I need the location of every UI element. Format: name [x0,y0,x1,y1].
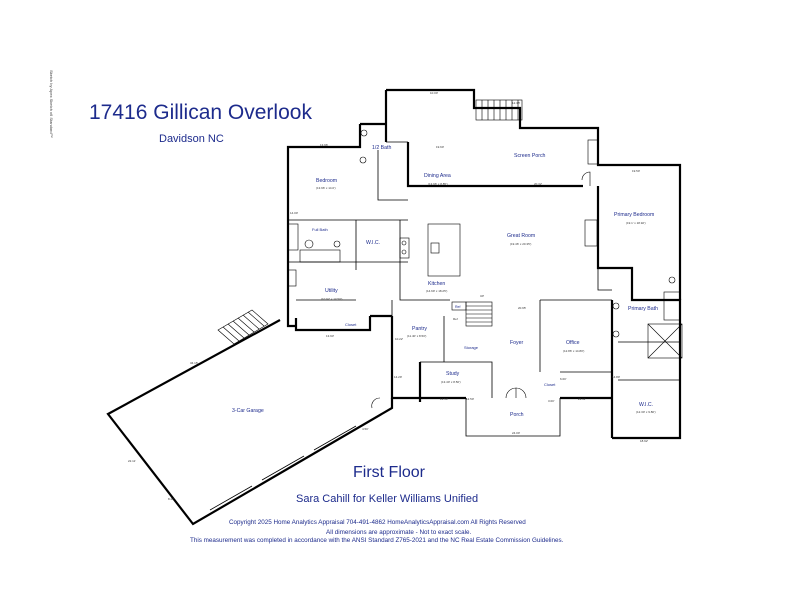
porch-stairs-icon [475,99,523,121]
room-foyer: Foyer [510,340,524,346]
dim-label: 4.50' [362,427,369,431]
room-primary-bath: Primary Bath [628,306,658,312]
front-door-icon [505,387,517,399]
room-utility: Utility [325,288,338,294]
dim-label: 20.32' [534,182,543,186]
room-dining-dim: (13.96' x 8.85') [428,182,448,186]
dim-label: 14.80' [612,375,621,379]
sink-icon-half-bath [360,129,368,137]
fireplace-icon [584,219,598,247]
dim-label: 3.00' [548,399,555,403]
dim-label: 13.50' [440,397,449,401]
dim-label: 14.29' [394,375,403,379]
sink-icon-primary-1 [612,302,620,310]
sink-icon-bath [333,240,341,248]
room-wic-2-dim: (12.30' x 9.80') [636,410,656,414]
room-study-dim: (13.40' x 8.50') [441,380,461,384]
dim-label: 12.50' [466,397,475,401]
exterior-walls [106,88,682,526]
dim-label: 14.00' [290,211,299,215]
room-primary-bedroom: Primary Bedroom [614,212,654,218]
dim-label: 18.92' [640,439,649,443]
room-wic-2: W.I.C. [639,402,653,408]
dim-label: 12.38' [512,101,521,105]
vanity-icon [299,249,341,263]
floor-label: First Floor [353,464,425,481]
room-great-room-dim: (19.46' x 20.35') [510,242,531,246]
dim-label: 19.50' [632,169,641,173]
garage-door-icon [371,397,381,409]
dim-label: 20.95' [518,306,527,310]
room-half-bath: 1/2 Bath [372,145,391,151]
dim-label: 24.00' [512,431,521,435]
interior-stairs-icon [465,301,493,327]
room-great-room: Great Room [507,233,535,239]
room-kitchen-dim: (14.69' x 18.25') [426,289,447,293]
ref-small-label: Ref [453,317,458,321]
interior-walls [288,141,680,398]
room-garage: 3-Car Garage [232,408,264,414]
room-full-bath: Full Bath [312,227,328,232]
room-porch: Porch [510,412,524,418]
room-closet-2: Closet [544,382,556,387]
room-office: Office [566,340,580,346]
agent-credit: Sara Cahill for Keller Williams Unified [296,493,479,505]
toilet-icon-primary [668,276,676,284]
dimension-labels: 10.00' 12.38' 13.96' 19.60' 20.32' 19.50… [128,91,649,501]
room-kitchen: Kitchen [428,281,445,287]
dim-label: 13.93' [326,334,335,338]
room-study: Study [446,371,460,377]
dim-label: 6.00' [560,377,567,381]
room-storage: Storage [464,345,479,350]
room-closet-1: Closet [345,322,357,327]
dim-label: 13.96' [320,143,329,147]
dim-label: 34.15' [190,361,199,365]
dim-label: 22.11' [128,459,136,463]
fireplace-icon-porch [587,139,599,165]
porch-door-icon [581,171,591,186]
property-address: 17416 Gillican Overlook [89,101,312,124]
sink-icon [430,242,440,254]
room-bedroom-dim: (13.96' x 14.0') [316,186,336,190]
garage-stairs-icon [217,309,269,345]
sink-icon-primary-2 [612,330,620,338]
kitchen-island [427,223,461,277]
dim-label: 19.60' [436,145,445,149]
room-office-dim: (12.86' x 14.80') [563,349,584,353]
room-primary-bedroom-dim: (19.1' x 18.92') [626,221,646,225]
bathtub-icon-primary [663,291,681,321]
shower-icon [647,323,683,359]
room-pantry-dim: (11.40' x 8.50') [407,334,426,338]
room-dining: Dining Area [424,173,451,179]
range-icon [399,237,410,259]
room-ref: Ref [455,305,460,309]
room-screen-porch: Screen Porch [514,153,546,159]
dim-label: 10.00' [430,91,439,95]
garage-doors [209,425,357,511]
washer-icon [287,269,297,287]
bathtub-icon [287,223,299,251]
toilet-icon-half-bath [359,156,367,164]
room-bedroom: Bedroom [316,178,337,184]
dim-label: 10.22' [395,337,404,341]
toilet-icon [304,239,314,249]
fixtures [209,99,683,511]
approx-disclaimer: All dimensions are approximate - Not to … [326,529,472,536]
copyright-line: Copyright 2025 Home Analytics Appraisal … [229,519,526,526]
stairs-up-label: UP [480,294,484,298]
dim-label: 8.22' [168,497,175,501]
standard-disclaimer: This measurement was completed in accord… [190,537,564,544]
room-utility-dim: (10.92' x 13.50') [321,297,342,301]
room-wic-1: W.I.C. [366,240,380,246]
room-pantry: Pantry [412,326,427,332]
room-labels: 1/2 Bath Dining Area (13.96' x 8.85') Sc… [232,145,658,418]
property-city: Davidson NC [159,133,224,145]
dim-label: 23.11' [578,397,586,401]
